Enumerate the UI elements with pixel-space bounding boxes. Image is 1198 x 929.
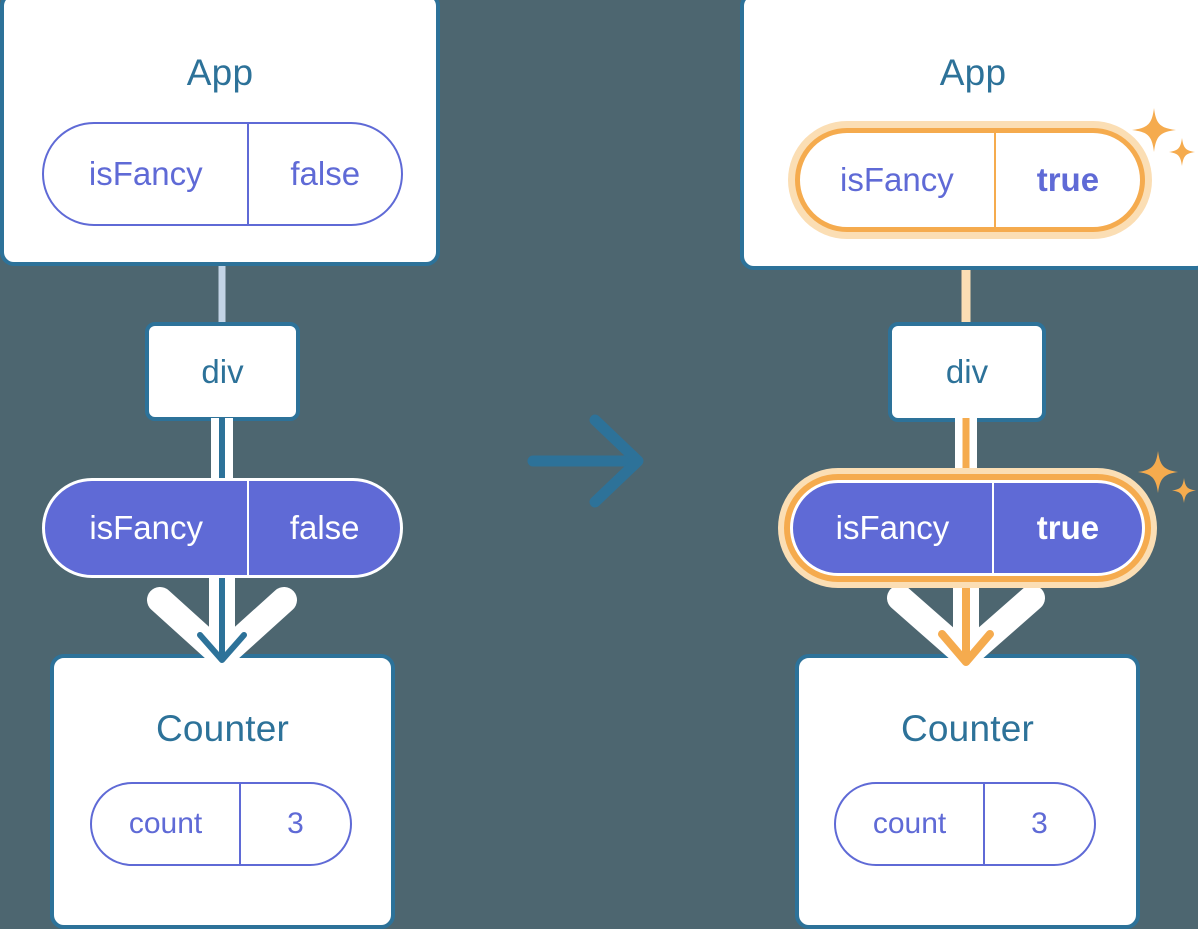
counter-state-pill-before[interactable]: count 3 xyxy=(90,782,352,866)
app-state-value-after: true xyxy=(993,133,1140,227)
prop-pill-after[interactable]: isFancy true xyxy=(790,480,1145,576)
sparkles-prop-after xyxy=(1138,451,1196,503)
prop-name-before: isFancy xyxy=(89,509,204,546)
div-node-label-before: div xyxy=(201,352,244,390)
sparkle-large-icon xyxy=(1138,451,1178,493)
counter-state-name-before: count xyxy=(128,807,203,840)
prop-value-before: false xyxy=(247,481,400,575)
counter-state-value-before: 3 xyxy=(239,784,350,864)
app-state-name-before: isFancy xyxy=(88,155,203,192)
prop-name-after: isFancy xyxy=(835,509,950,546)
sparkle-small-icon xyxy=(1172,478,1196,503)
sparkles-app-after xyxy=(1132,108,1195,166)
transition-arrow-right-icon xyxy=(527,414,644,508)
counter-state-pill-after[interactable]: count 3 xyxy=(834,782,1096,866)
div-node-after[interactable]: div xyxy=(888,322,1046,422)
counter-state-value-after: 3 xyxy=(983,784,1094,864)
counter-state-name-after: count xyxy=(872,807,947,840)
counter-title-after: Counter xyxy=(900,708,1035,749)
counter-title-before: Counter xyxy=(155,708,290,749)
app-state-pill-after[interactable]: isFancy true xyxy=(795,128,1145,232)
app-state-value-before: false xyxy=(247,124,401,224)
app-state-pill-before[interactable]: isFancy false xyxy=(42,122,403,226)
app-state-name-after: isFancy xyxy=(840,161,954,198)
prop-pill-before[interactable]: isFancy false xyxy=(42,478,403,578)
prop-flow-arrow-after xyxy=(887,560,1045,669)
app-title-before: App xyxy=(186,52,254,93)
sparkle-small-icon xyxy=(1169,138,1195,166)
prop-value-after: true xyxy=(991,483,1142,573)
div-node-label-after: div xyxy=(945,353,989,390)
sparkle-large-icon xyxy=(1132,108,1176,152)
app-title-after: App xyxy=(939,52,1007,93)
